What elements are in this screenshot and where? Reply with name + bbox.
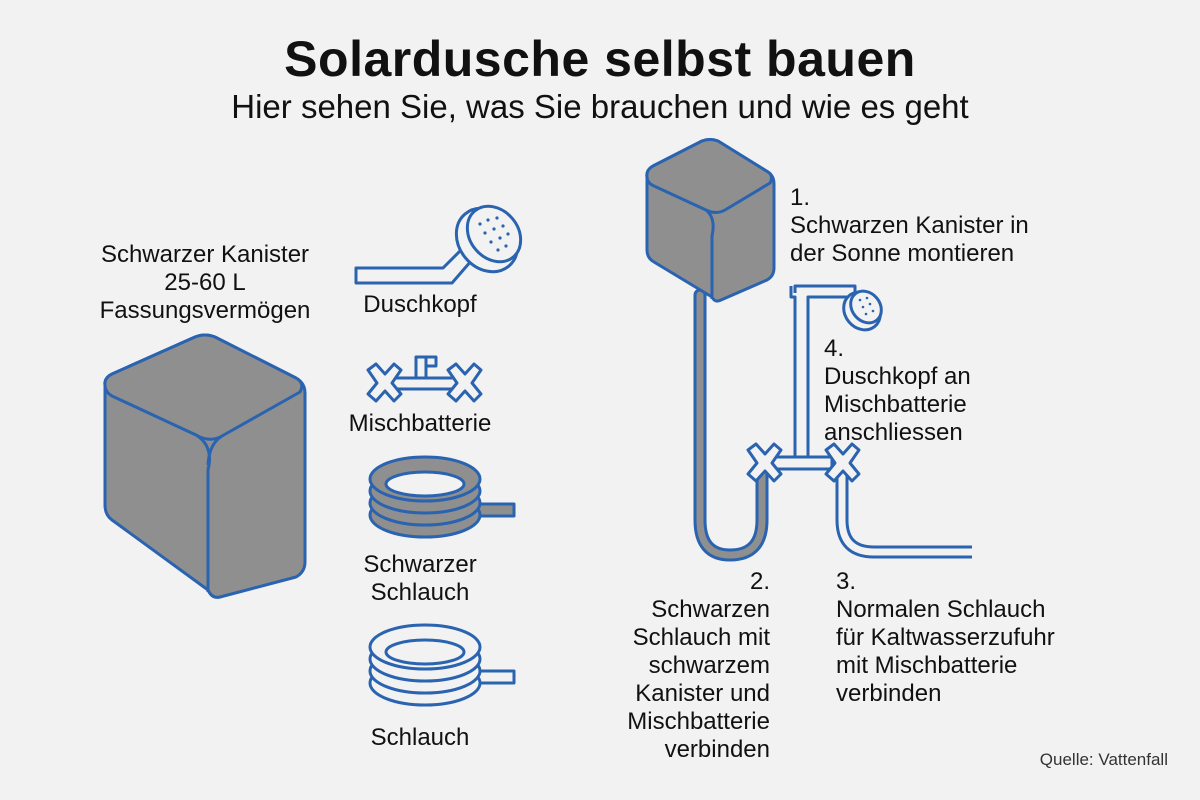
hose-label: Schlauch	[370, 724, 470, 751]
step-4-label: 4. Duschkopf an Mischbatterie anschliess…	[824, 335, 971, 446]
canister-large-icon	[103, 333, 307, 599]
shower-head-label: Duschkopf	[363, 291, 477, 318]
black-hose-coil-icon	[368, 455, 516, 539]
mixer-tap-icon	[366, 355, 483, 403]
page-subtitle: Hier sehen Sie, was Sie brauchen und wie…	[231, 88, 969, 125]
step-3-label: 3. Normalen Schlauch für Kaltwasserzufuh…	[836, 568, 1055, 707]
step-2-label: 2. Schwarzen Schlauch mit schwarzem Kani…	[627, 568, 770, 763]
page-title: Solardusche selbst bauen	[284, 31, 916, 87]
mixer-mounted-icon	[746, 442, 861, 483]
canister-small-icon	[645, 138, 776, 303]
canister-label: Schwarzer Kanister 25-60 L Fassungsvermö…	[99, 241, 311, 324]
shower-riser-pipe-icon	[789, 284, 857, 464]
source-credit: Quelle: Vattenfall	[1039, 750, 1168, 769]
cold-water-hose-icon	[835, 473, 972, 559]
mixer-label: Mischbatterie	[348, 410, 492, 437]
shower-head-icon	[354, 204, 523, 285]
black-hose-connection-icon	[693, 288, 769, 562]
step-1-label: 1. Schwarzen Kanister in der Sonne monti…	[790, 184, 1029, 267]
shower-head-mounted-icon	[842, 289, 883, 332]
black-hose-label: Schwarzer Schlauch	[363, 551, 477, 606]
hose-coil-icon	[368, 623, 516, 707]
